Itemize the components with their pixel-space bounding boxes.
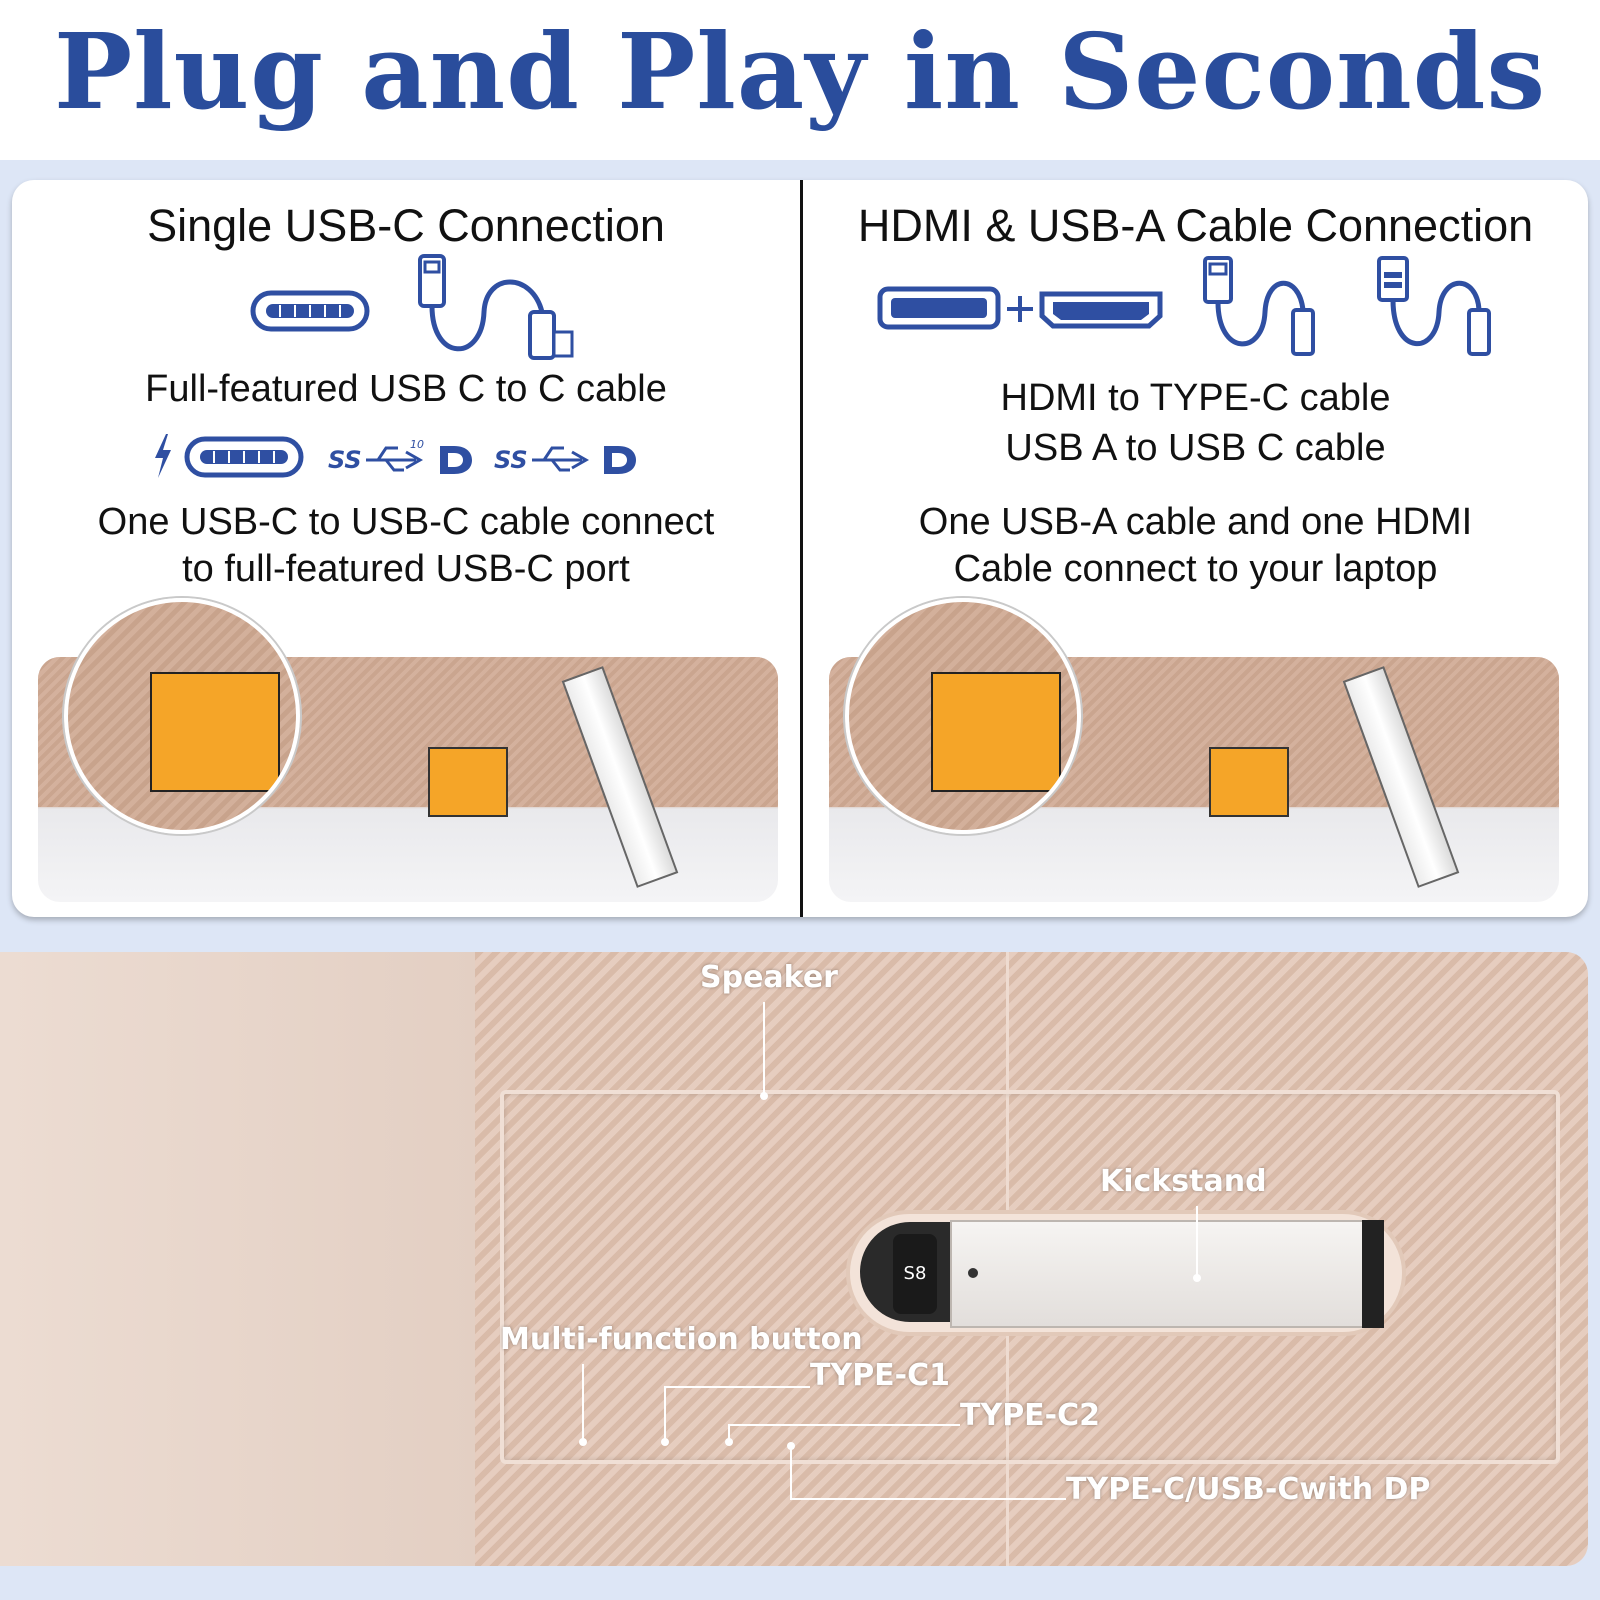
hdmi-cable-icon (1377, 256, 1491, 356)
right-cable-caption-2: USB A to USB C cable (1005, 427, 1386, 469)
kickstand-dot-marker (1193, 1274, 1201, 1282)
monitor-side (0, 952, 475, 1566)
multi-function-button-label: Multi-function button (500, 1322, 863, 1357)
type-c2-leader-h (728, 1424, 960, 1426)
hdmi-usba-column: HDMI & USB-A Cable Connection HDM (803, 180, 1588, 917)
type-c1-leader-h (664, 1386, 810, 1388)
plus-icon (1007, 296, 1033, 322)
multi-function-button[interactable] (579, 1438, 587, 1446)
hdmi-port-icon (1039, 291, 1163, 329)
port-label-sticker-2 (1209, 747, 1289, 817)
connection-panel: Single USB-C Connection Full-featured US… (12, 180, 1588, 917)
displayport-icon-2 (604, 446, 636, 474)
port-zoom-circle-2 (845, 598, 1081, 834)
multi-button-leader-line (582, 1364, 584, 1440)
port-zoom-sticker-2 (931, 672, 1061, 792)
superspeed-usb-10-icon: SS 10 (328, 438, 424, 474)
right-description-line-1: One USB-A cable and one HDMI (918, 501, 1473, 543)
left-description-line-2: to full-featured USB-C port (182, 548, 630, 590)
superspeed-usb-icon: SS (494, 446, 590, 474)
device-closeup: S8 Speaker Kickstand Multi-function butt… (0, 952, 1588, 1566)
svg-text:SS: SS (494, 446, 528, 474)
kickstand-dot (968, 1268, 978, 1278)
port-zoom-circle (64, 598, 300, 834)
displayport-icon (440, 446, 472, 474)
usb-a-cable-icon (1203, 256, 1315, 356)
kickstand-end-cap (1362, 1220, 1384, 1328)
usb-c-port-icon-small (184, 436, 304, 478)
type-c1-port[interactable] (661, 1438, 669, 1446)
kickstand-badge: S8 (893, 1234, 937, 1314)
single-usbc-heading: Single USB-C Connection (147, 200, 665, 251)
usb-c-port-icon (250, 290, 370, 332)
usb-a-port-icon (877, 286, 1001, 330)
speaker-label: Speaker (700, 960, 838, 995)
type-c2-label: TYPE-C2 (960, 1398, 1101, 1433)
left-description-line-1: One USB-C to USB-C cable connect (97, 501, 715, 543)
type-c-dp-port[interactable] (787, 1442, 795, 1450)
type-c-dp-leader-h (790, 1498, 1066, 1500)
kickstand-label: Kickstand (1100, 1164, 1267, 1199)
type-c1-leader-v (664, 1386, 666, 1440)
svg-text:SS: SS (328, 446, 362, 474)
kickstand-leader-line (1196, 1206, 1198, 1276)
port-zoom-sticker (150, 672, 280, 792)
right-cable-caption-1: HDMI to TYPE-C cable (1000, 377, 1391, 419)
column-divider (800, 180, 803, 917)
left-cable-caption: Full-featured USB C to C cable (145, 368, 667, 410)
type-c2-port[interactable] (725, 1438, 733, 1446)
hero-banner: Plug and Play in Seconds (0, 0, 1600, 160)
rear-panel-frame (500, 1090, 1560, 1464)
single-usbc-column: Single USB-C Connection Full-featured US… (12, 180, 800, 917)
speaker-dot (760, 1092, 768, 1100)
right-description-line-2: Cable connect to your laptop (953, 548, 1438, 590)
type-c-dp-label: TYPE-C/USB-Cwith DP (1066, 1472, 1431, 1507)
type-c2-leader-v (728, 1424, 730, 1440)
type-c-dp-leader-v (790, 1446, 792, 1500)
page-title: Plug and Play in Seconds (53, 10, 1547, 133)
port-label-sticker (428, 747, 508, 817)
lightning-icon (155, 434, 171, 478)
kickstand[interactable] (950, 1220, 1370, 1328)
svg-text:10: 10 (410, 438, 424, 451)
usb-c-cable-icon (418, 254, 574, 360)
hdmi-usba-heading: HDMI & USB-A Cable Connection (857, 200, 1534, 251)
type-c1-label: TYPE-C1 (810, 1358, 951, 1393)
speaker-leader-line (763, 1002, 765, 1094)
